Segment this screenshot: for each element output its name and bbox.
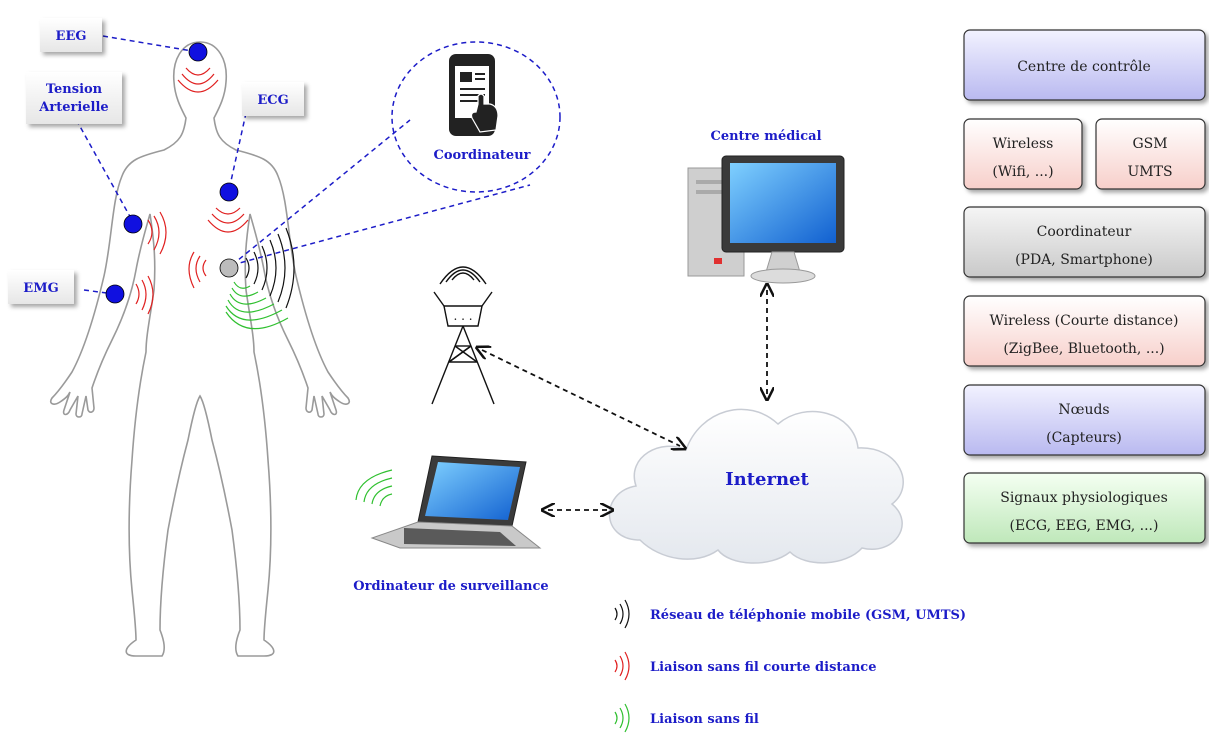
svg-text:Coordinateur: Coordinateur (1037, 224, 1132, 240)
svg-text:. . .: . . . (453, 309, 472, 323)
svg-text:Liaison sans fil courte distan: Liaison sans fil courte distance (650, 660, 876, 675)
cell-tower-icon: . . . (431, 266, 495, 405)
legend-short-range (614, 651, 630, 681)
protocol-stack: Centre de contrôle Wireless (Wifi, ...) … (963, 29, 1206, 544)
stack-signaux: Signaux physiologiques (ECG, EEG, EMG, .… (963, 472, 1206, 544)
svg-text:Réseau de téléphonie mobile (G: Réseau de téléphonie mobile (GSM, UMTS) (650, 608, 966, 623)
stack-wireless: Wireless (Wifi, ...) (963, 118, 1083, 190)
svg-text:Signaux physiologiques: Signaux physiologiques (1000, 490, 1168, 506)
svg-text:GSM: GSM (1132, 136, 1167, 152)
label-leader-lines (71, 35, 531, 295)
sensor-tension (123, 214, 143, 234)
sensor-eeg (188, 42, 208, 62)
stack-noeuds: Nœuds (Capteurs) (963, 384, 1206, 456)
stack-coordinateur: Coordinateur (PDA, Smartphone) (963, 206, 1206, 278)
svg-text:EMG: EMG (23, 281, 58, 296)
wireless-signal-arcs (225, 281, 289, 330)
stack-centre-controle: Centre de contrôle (963, 29, 1206, 101)
legend: Réseau de téléphonie mobile (GSM, UMTS) … (614, 599, 966, 733)
short-range-signal-arcs (135, 67, 249, 315)
svg-text:Arterielle: Arterielle (38, 100, 108, 115)
stack-gsm: GSM UMTS (1095, 118, 1206, 190)
svg-text:ECG: ECG (257, 93, 288, 108)
connection-arrows (482, 290, 767, 510)
legend-wireless (614, 703, 630, 733)
label-ecg: ECG (242, 82, 304, 116)
internet-cloud (608, 408, 904, 564)
coordinator-node (219, 258, 239, 278)
centre-medical-label: Centre médical (710, 129, 821, 144)
svg-text:(PDA, Smartphone): (PDA, Smartphone) (1015, 252, 1153, 268)
svg-text:Wireless: Wireless (993, 136, 1054, 152)
legend-mobile (614, 599, 630, 629)
sensor-ecg (219, 182, 239, 202)
coordinator-label: Coordinateur (433, 148, 530, 163)
svg-text:(ZigBee, Bluetooth, ...): (ZigBee, Bluetooth, ...) (1003, 341, 1164, 357)
svg-text:Tension: Tension (46, 82, 103, 97)
svg-text:Liaison sans fil: Liaison sans fil (650, 712, 759, 727)
svg-text:(Wifi, ...): (Wifi, ...) (992, 164, 1053, 180)
svg-text:EEG: EEG (56, 29, 87, 44)
label-emg: EMG (8, 270, 74, 304)
laptop-wireless-arcs (355, 469, 393, 507)
stack-wireless-courte-distance: Wireless (Courte distance) (ZigBee, Blue… (963, 295, 1206, 367)
ordinateur-label: Ordinateur de surveillance (353, 579, 548, 594)
internet-label: Internet (725, 469, 809, 490)
mobile-signal-arcs (245, 227, 295, 309)
body-sensors (105, 42, 239, 304)
svg-text:(Capteurs): (Capteurs) (1046, 430, 1122, 446)
label-eeg: EEG (40, 18, 102, 52)
svg-text:Wireless (Courte distance): Wireless (Courte distance) (989, 313, 1178, 329)
coordinator-zoom-circle (391, 41, 561, 193)
svg-text:UMTS: UMTS (1127, 164, 1172, 180)
svg-text:Centre de contrôle: Centre de contrôle (1017, 59, 1151, 75)
human-body-figure (49, 41, 351, 657)
sensor-emg (105, 284, 125, 304)
laptop-icon (370, 455, 542, 549)
smartphone-icon (449, 54, 499, 136)
label-tension-arterielle: Tension Arterielle (26, 72, 122, 124)
desktop-computer-icon (687, 155, 845, 284)
svg-text:(ECG, EEG, EMG, ...): (ECG, EEG, EMG, ...) (1010, 518, 1159, 534)
svg-text:Nœuds: Nœuds (1058, 402, 1109, 418)
